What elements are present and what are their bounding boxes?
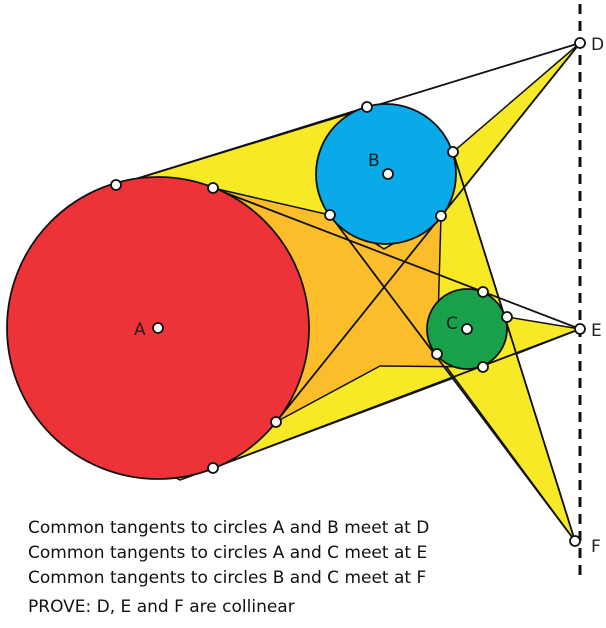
tangent-line-ab-upper	[115, 42, 581, 186]
tangency-point	[324, 209, 336, 221]
tangent-line-bc-right	[452, 151, 576, 542]
tangent-lines	[115, 42, 581, 542]
tangency-point	[501, 311, 513, 323]
label-f: F	[591, 537, 601, 557]
tangency-point	[207, 462, 219, 474]
statement-line: Common tangents to circles A and B meet …	[28, 518, 430, 538]
tangent-line-bc-left	[329, 214, 576, 542]
center-point-a	[152, 322, 164, 334]
point-e	[574, 323, 586, 335]
center-points	[152, 168, 473, 335]
label-a: A	[134, 320, 146, 340]
tangency-point	[361, 101, 373, 113]
statement-line: Common tangents to circles A and C meet …	[28, 543, 428, 563]
statement-line: Common tangents to circles B and C meet …	[28, 568, 427, 588]
label-d: D	[591, 35, 604, 55]
tangency-point	[477, 361, 489, 373]
problem-statement: Common tangents to circles A and B meet …	[28, 516, 429, 620]
center-point-b	[382, 168, 394, 180]
tangency-point	[447, 146, 459, 158]
tangent-line-ab-lower	[275, 42, 581, 423]
tangency-point	[110, 179, 122, 191]
tangency-point	[207, 182, 219, 194]
tangency-point	[435, 210, 447, 222]
tangent-line-ac-lower	[212, 328, 581, 469]
tangent-line-ac-upper	[212, 187, 581, 330]
center-point-c	[461, 323, 473, 335]
label-b: B	[368, 151, 380, 171]
label-c: C	[446, 314, 458, 334]
prove-statement: PROVE: D, E and F are collinear	[28, 597, 295, 617]
tangency-point	[270, 416, 282, 428]
tangency-points	[110, 37, 586, 547]
point-f	[569, 535, 581, 547]
tangency-point	[477, 286, 489, 298]
label-e: E	[591, 321, 602, 341]
tangency-point	[431, 348, 443, 360]
point-d	[574, 37, 586, 49]
